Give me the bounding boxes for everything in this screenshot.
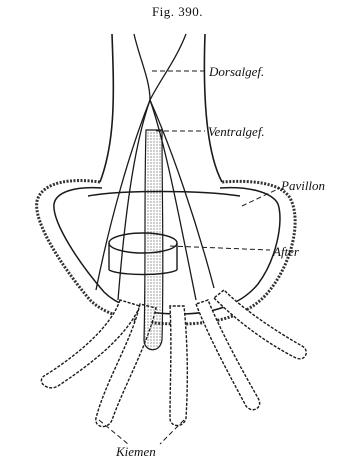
- label-ventral-vessel: Ventralgef.: [208, 124, 265, 140]
- label-pavillon: Pavillon: [281, 178, 325, 194]
- gill-filaments: [41, 290, 306, 427]
- intestine: [144, 130, 163, 350]
- pavillon-funnel: [37, 181, 296, 324]
- label-anus: After: [273, 244, 299, 260]
- label-gills: Kiemen: [116, 444, 156, 460]
- label-dorsal-vessel: Dorsalgef.: [209, 64, 264, 80]
- anus-ring: [109, 233, 177, 275]
